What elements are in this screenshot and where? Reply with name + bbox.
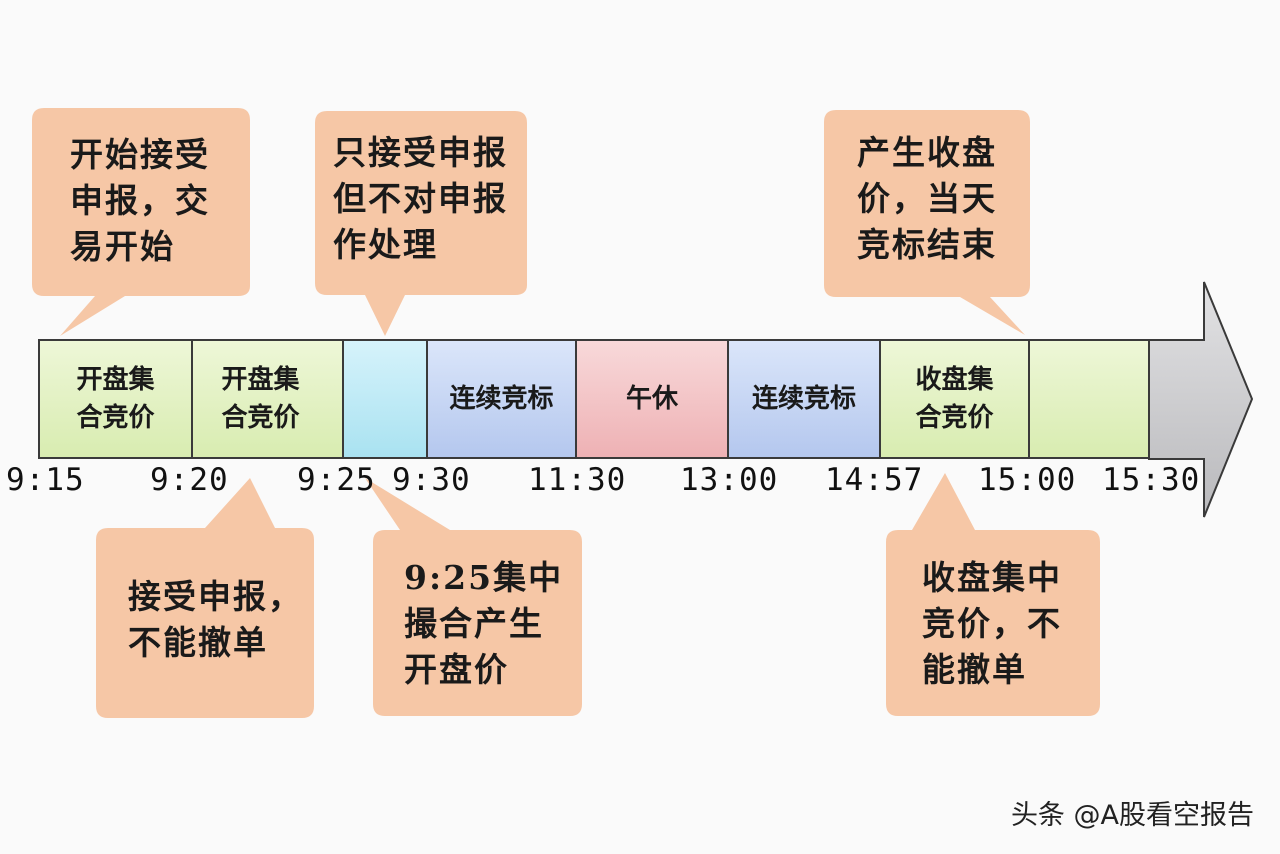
segment-0925-0930 <box>342 339 428 459</box>
callout-open-start <box>32 108 250 336</box>
callout-matching-text: 9:25集中 撮合产生 开盘价 <box>404 558 564 689</box>
callout-matching <box>365 478 582 716</box>
time-1457: 14:57 <box>825 462 924 498</box>
arrow-head <box>1148 281 1254 518</box>
segment-close-auction <box>879 339 1030 459</box>
callout-close-price <box>824 110 1030 335</box>
callout-no-cancel <box>96 478 314 718</box>
segment-lunch-label: 午休 <box>625 384 678 414</box>
time-0920: 9:20 <box>150 462 229 498</box>
segment-continuous-pm-label: 连续竞标 <box>751 384 856 414</box>
callout-accept-only-text: 只接受申报 但不对申报 作处理 <box>333 133 508 264</box>
segment-continuous-am-label: 连续竞标 <box>449 384 554 414</box>
segment-after-close <box>1028 339 1150 459</box>
time-1530: 15:30 <box>1102 462 1201 498</box>
callout-close-price-text: 产生收盘 价，当天 竞标结束 <box>857 133 997 264</box>
time-0925: 9:25 <box>297 462 376 498</box>
callout-close-no-cancel <box>886 473 1100 716</box>
callout-open-start-text: 开始接受 申报，交 易开始 <box>70 135 210 266</box>
segment-open-auction-2 <box>191 339 344 459</box>
time-0930: 9:30 <box>392 462 471 498</box>
callout-accept-only <box>315 111 527 336</box>
segment-open-auction-1-label: 开盘集 合竞价 <box>76 365 155 433</box>
time-0915: 9:15 <box>6 462 85 498</box>
segment-open-auction-1 <box>38 339 193 459</box>
callout-close-no-cancel-text: 收盘集中 竞价，不 能撤单 <box>922 558 1062 689</box>
time-1300: 13:00 <box>680 462 779 498</box>
segment-continuous-am <box>426 339 577 459</box>
segment-open-auction-2-label: 开盘集 合竞价 <box>221 365 300 433</box>
watermark: 头条 @A股看空报告 <box>1010 800 1254 831</box>
callout-no-cancel-text: 接受申报， 不能撤单 <box>128 577 303 662</box>
segment-close-auction-label: 收盘集 合竞价 <box>915 365 994 433</box>
time-1130: 11:30 <box>528 462 627 498</box>
time-1500: 15:00 <box>978 462 1077 498</box>
